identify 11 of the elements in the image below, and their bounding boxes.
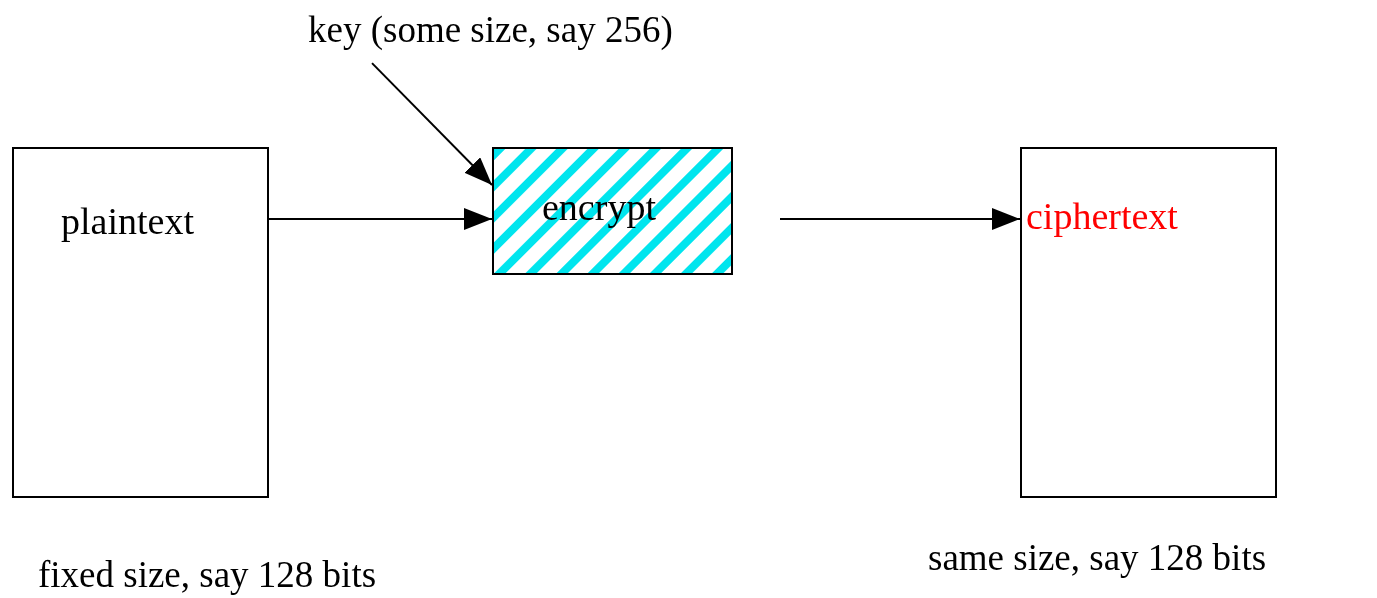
caption-text: fixed size, say 128 bits [38,553,377,597]
arrow [371,62,493,186]
data-block-box [1020,147,1277,498]
key-label: key (some size, say 256) [308,8,673,52]
node-label: ciphertext [1026,194,1178,238]
data-block-box [12,147,269,498]
hatched-process-box [492,147,733,275]
caption-text: same size, say 128 bits [928,536,1267,580]
arrow [268,208,493,230]
arrow [779,208,1021,230]
node-label: plaintext [61,199,194,243]
